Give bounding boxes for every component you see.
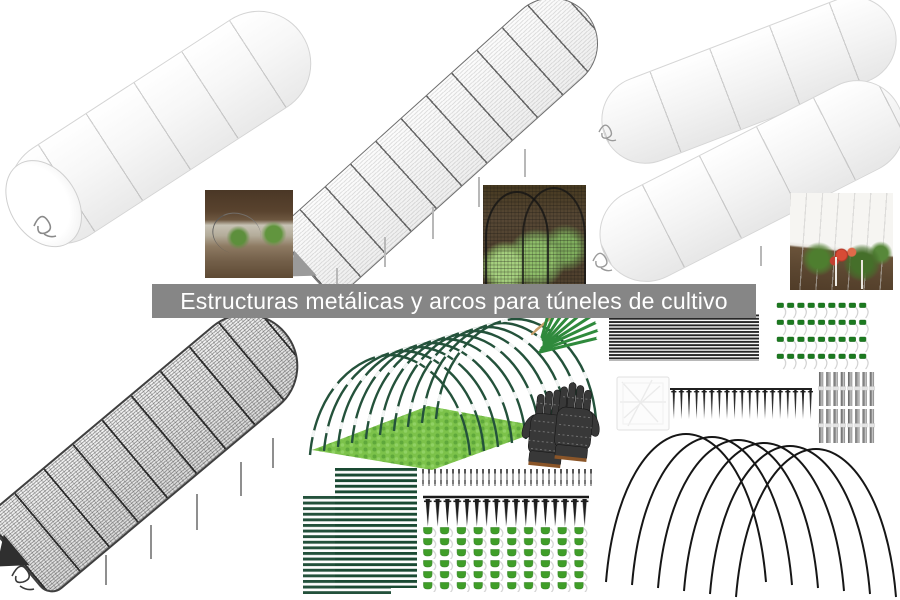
caption-banner: Estructuras metálicas y arcos para túnel… [152,284,756,318]
greenhouse-clips-grid [422,526,590,592]
ground-stakes-row [670,388,813,420]
tunnel-tie-cord [598,124,617,142]
tunnel-tie-cord [33,215,57,238]
ground-stakes-row [423,495,590,527]
fleece-over-tomatoes-photo [790,193,893,290]
tunnel-leg [760,246,762,266]
black-hoop-arcs [605,433,897,598]
plastic-film-sheet [616,376,670,431]
tunnel-tie-cord [592,252,613,272]
tunnel-leg [524,149,526,177]
arc-kit-panel [605,302,897,598]
black-rods-stack [609,314,759,361]
tunnel-leg [196,494,198,530]
garden-film-tunnel-photo [205,190,293,278]
tunnel-leg [105,555,107,585]
tunnel-leg [384,237,386,267]
net-over-lettuce-photo [483,185,586,290]
tunnel-leg [478,177,480,207]
tunnel-leg [240,462,242,496]
tunnel-leg [272,438,274,468]
hoop-kit-panel [303,300,600,594]
work-gloves [515,380,600,469]
greenhouse-clips-grid [776,302,869,370]
tunnel-leg [336,268,338,294]
caption-text: Estructuras metálicas y arcos para túnel… [180,288,728,314]
tunnel-tie-cord [11,565,35,591]
lettuce-bed [312,406,548,470]
metal-pins-row [420,469,594,486]
tunnel-leg [150,525,152,559]
tunnel-leg [432,207,434,239]
green-rod-stacks [303,468,417,594]
metal-tube-connectors [818,372,876,443]
